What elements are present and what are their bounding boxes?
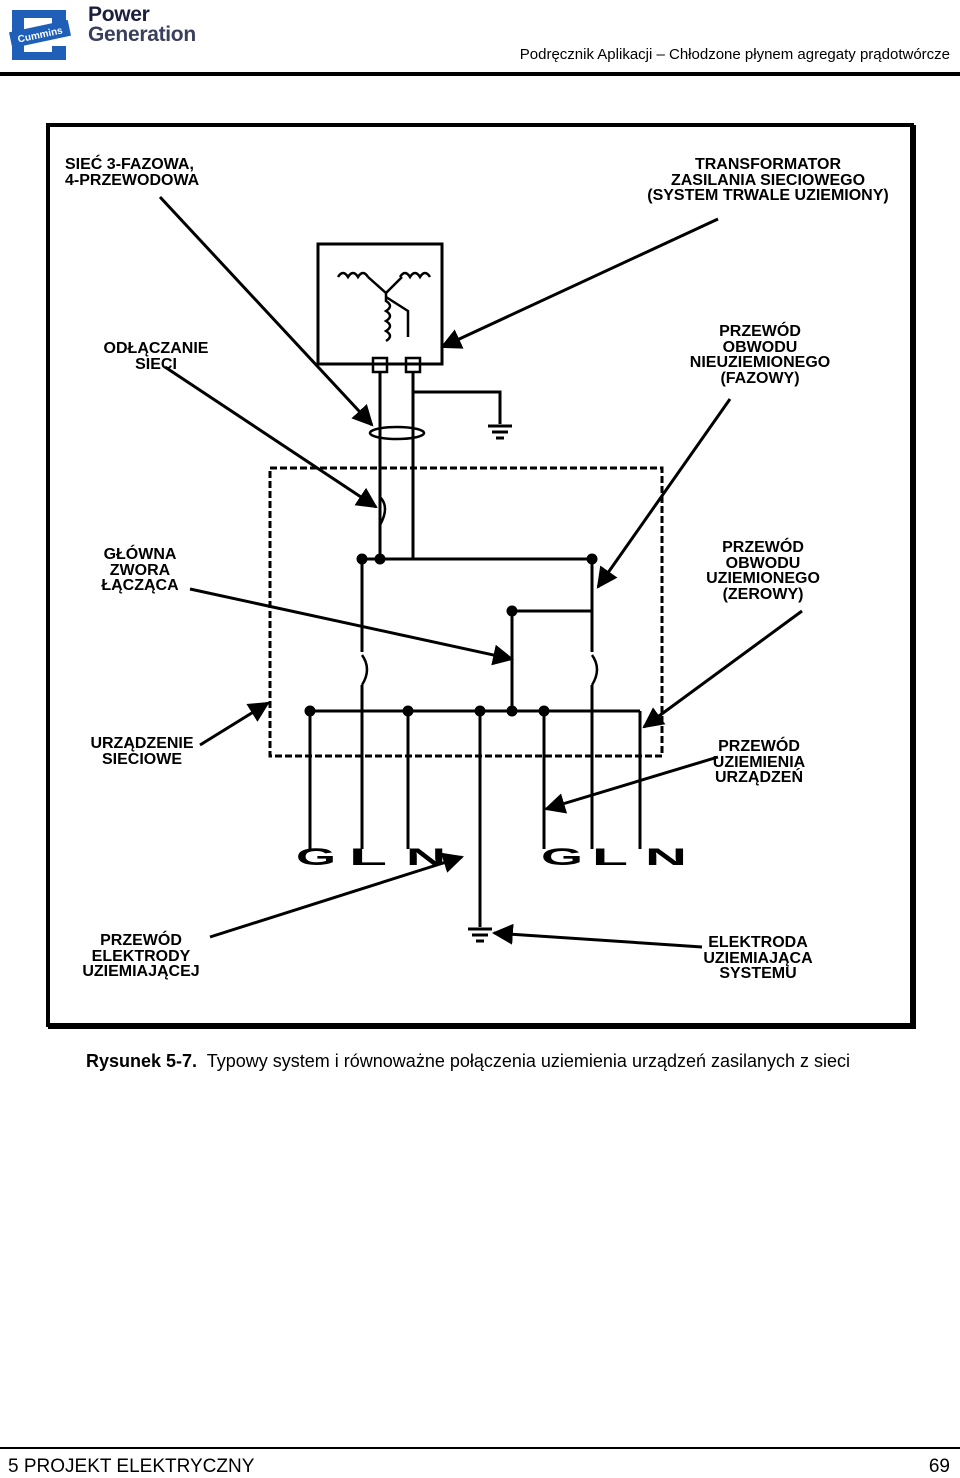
footer-divider [0, 1447, 960, 1449]
label-system-grounding-electrode: ELEKTRODA UZIEMIAJĄCA SYSTEMU [703, 934, 813, 982]
label-transformer: TRANSFORMATOR ZASILANIA SIECIOWEGO (SYST… [647, 156, 889, 204]
label-main-bonding-jumper: GŁÓWNA ZWORA ŁĄCZĄCA [101, 546, 179, 594]
terminal-g-2: G [541, 844, 583, 871]
terminal-n-1: N [406, 844, 446, 871]
figure-caption-text: Typowy system i równoważne połączenia uz… [206, 1051, 851, 1071]
grounding-diagram: G L N G L N SIEĆ 3-FAZOWA, 4-PRZEWODOWA … [46, 123, 914, 1027]
wiring-schematic: G L N G L N [158, 195, 803, 949]
terminal-l-2: L [592, 844, 628, 871]
terminal-n-2: N [645, 844, 687, 871]
cummins-logo: Cummins [8, 10, 72, 60]
figure-number: Rysunek 5-7. [86, 1051, 198, 1071]
page-number: 69 [928, 1456, 950, 1477]
winding-left [336, 271, 387, 294]
brand-line-1: Power [88, 3, 150, 26]
label-equipment-grounding-conductor: PRZEWÓD UZIEMIENIA URZĄDZEŃ [712, 738, 806, 786]
label-service-equipment: URZĄDZENIE SIECIOWE [90, 735, 194, 768]
footer-section: 5 PROJEKT ELEKTRYCZNY [8, 1456, 255, 1477]
transformer-box [316, 242, 444, 366]
winding-right [385, 271, 432, 294]
label-grounded-conductor: PRZEWÓD OBWODU UZIEMIONEGO (ZEROWY) [706, 539, 820, 603]
brand-line-2: Generation [88, 23, 196, 46]
header-divider [0, 72, 960, 76]
figure-caption: Rysunek 5-7. Typowy system i równoważne … [86, 1051, 850, 1072]
label-ungrounded-conductor: PRZEWÓD OBWODU NIEUZIEMIONEGO (FAZOWY) [689, 323, 831, 387]
terminal-g-1: G [296, 844, 336, 871]
document-title: Podręcznik Aplikacji – Chłodzone płynem … [519, 46, 950, 63]
service-disconnect-box [268, 466, 664, 758]
terminal-l-1: L [349, 844, 387, 871]
label-grounding-electrode-conductor: PRZEWÓD ELEKTRODY UZIEMIAJĄCEJ [82, 932, 200, 980]
winding-bottom [383, 293, 392, 343]
label-service-disconnect: ODŁĄCZANIE SIECI [103, 340, 209, 373]
label-utility-3phase: SIEĆ 3-FAZOWA, 4-PRZEWODOWA [65, 156, 200, 189]
brand-name: Power Generation [88, 3, 196, 46]
